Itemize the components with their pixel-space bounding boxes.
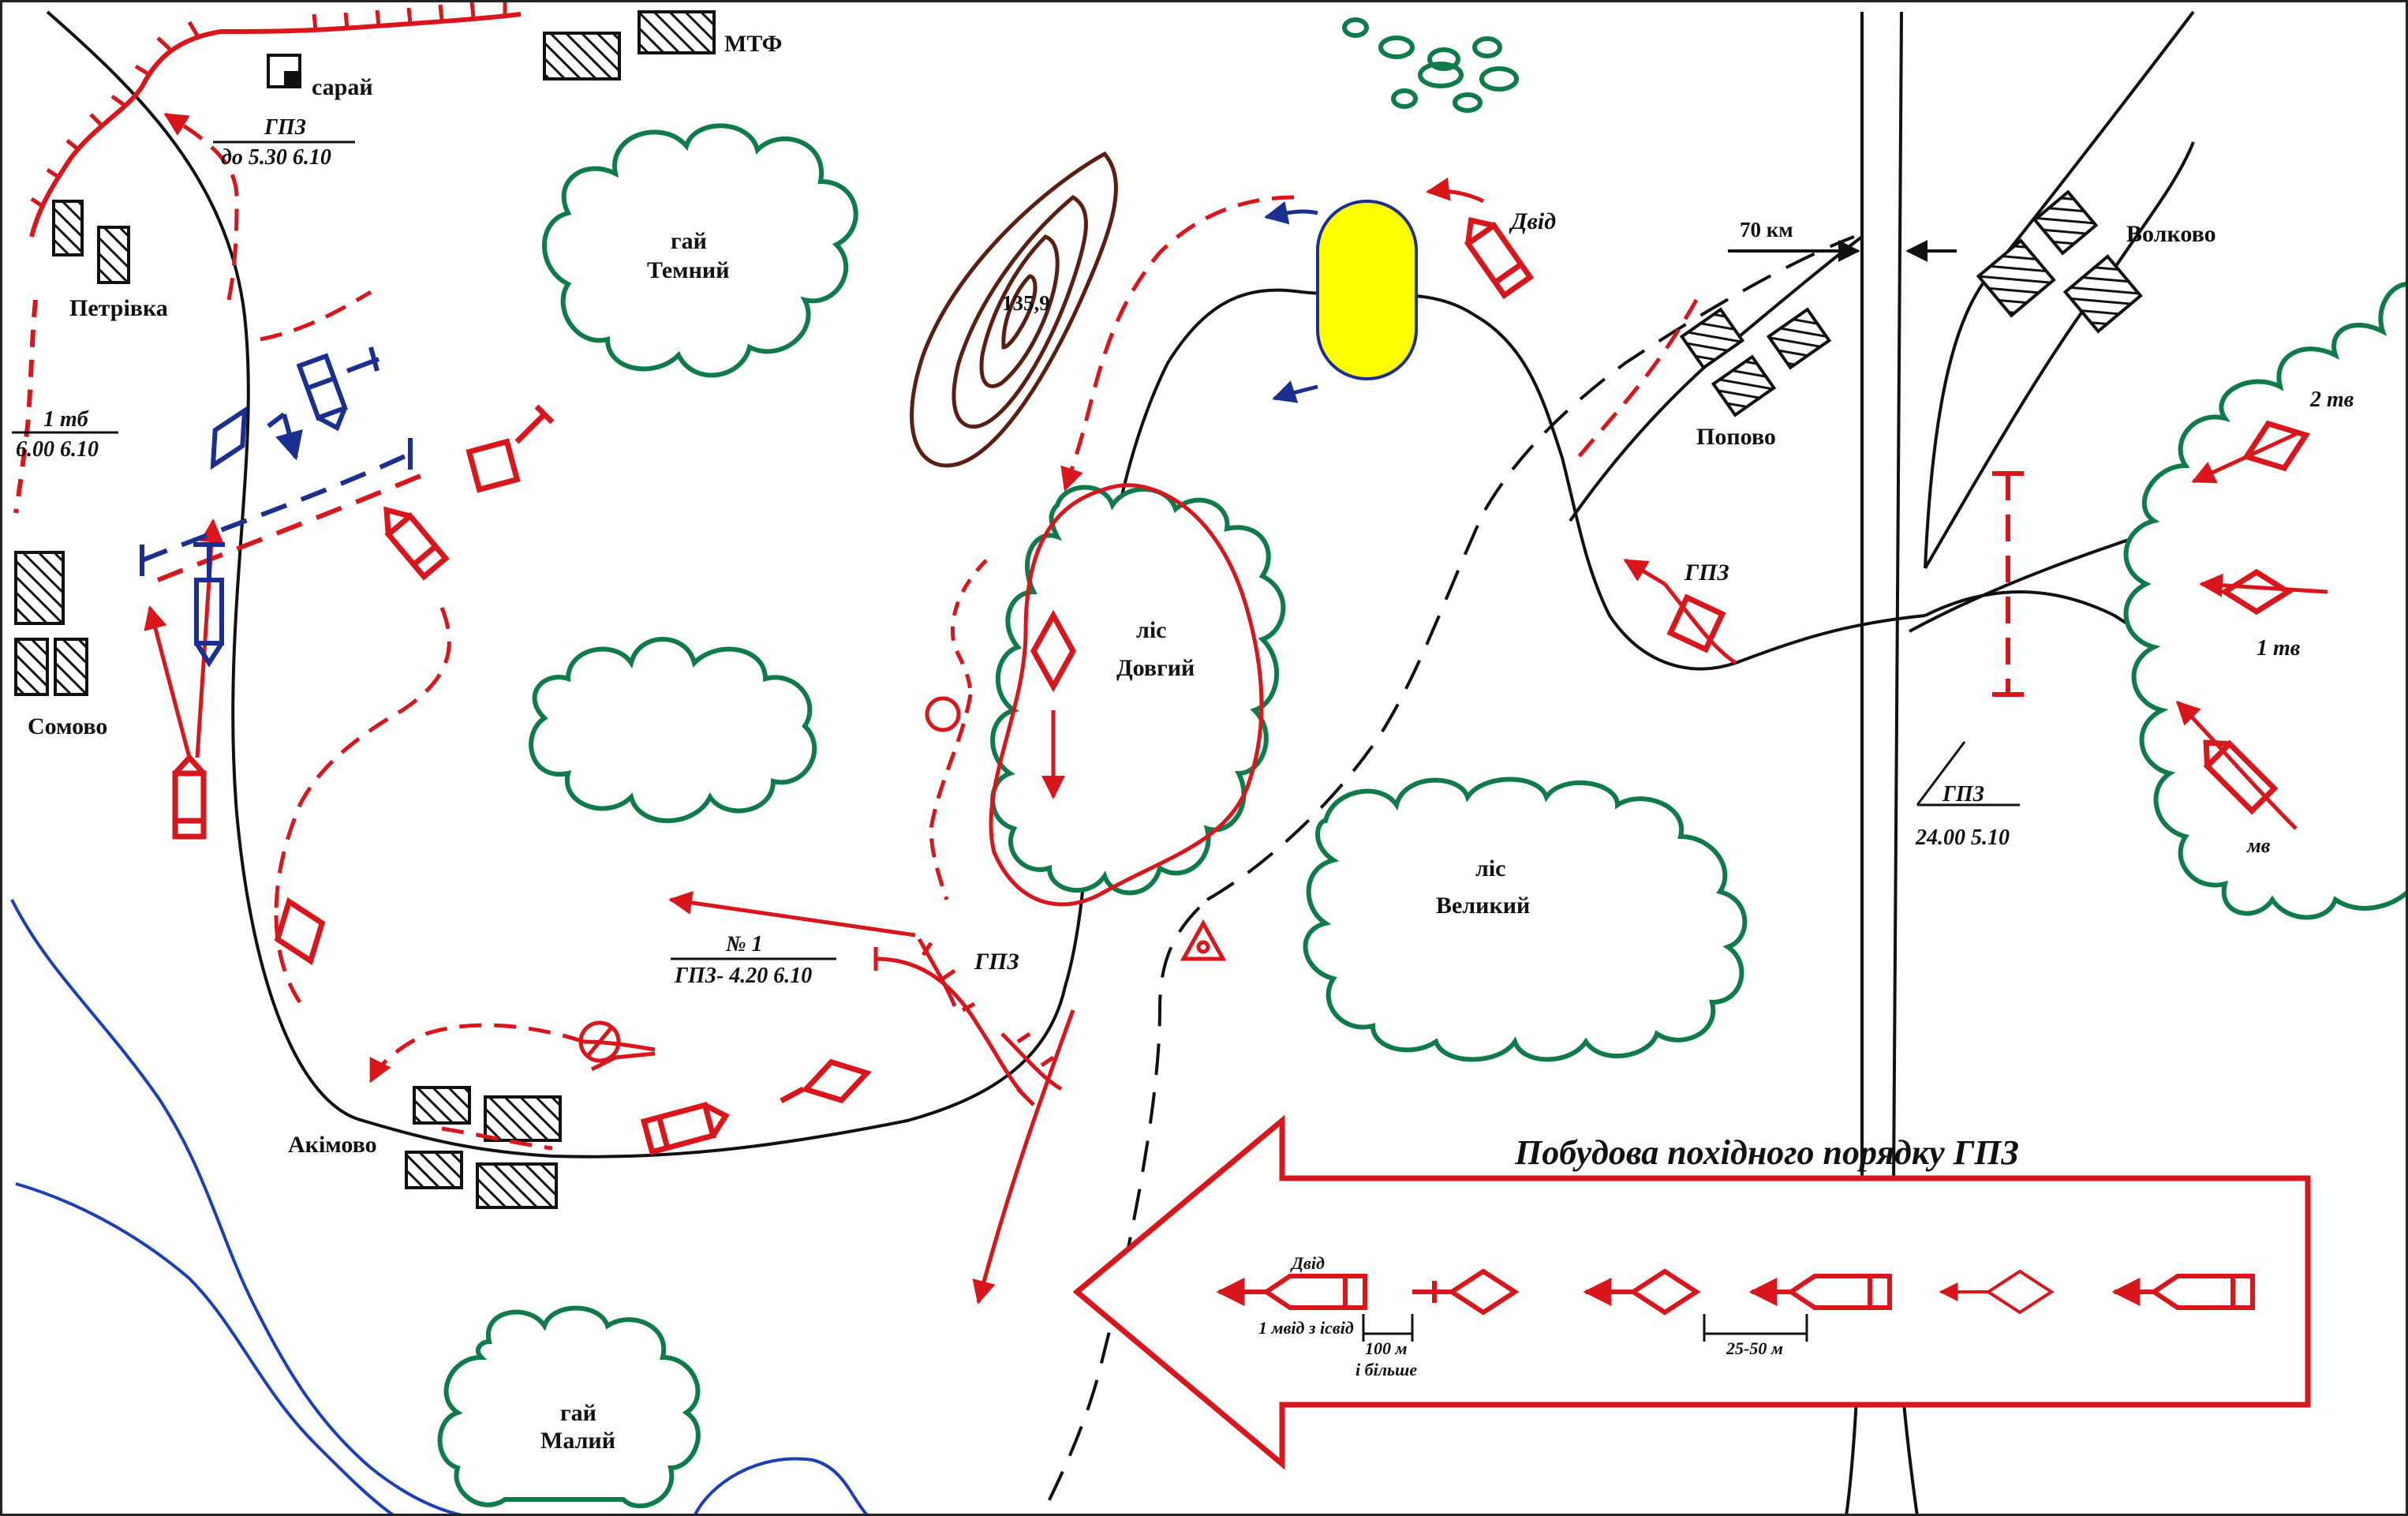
label-lis-dovhyi-1: ліс xyxy=(1136,617,1166,643)
map-labels: сарай МТФ ГПЗ до 5.30 6.10 Петрівка гай … xyxy=(12,31,2354,1454)
label-popovo: Попово xyxy=(1696,424,1776,450)
label-1tv: 1 тв xyxy=(2257,636,2301,661)
label-saray: сарай xyxy=(312,74,373,100)
barn-icon xyxy=(267,54,301,88)
forest-lis-dovhyi xyxy=(990,485,1286,896)
label-hai-temnyi-2: Темний xyxy=(647,257,729,283)
label-mv: мв xyxy=(2246,834,2271,857)
label-hpz-mid: ГПЗ xyxy=(974,949,1019,975)
forest-lis-velykyi xyxy=(1303,777,1748,1062)
forest-hai-temnyi xyxy=(542,123,858,378)
label-70km: 70 км xyxy=(1740,218,1793,241)
label-hai-temnyi-1: гай xyxy=(671,228,707,254)
label-lis-velykyi-2: Великий xyxy=(1436,893,1530,919)
label-akimovo: Акімово xyxy=(288,1132,377,1158)
label-dvid-top: Двід xyxy=(1509,208,1556,234)
label-hpz-right-time: 24.00 5.10 xyxy=(1915,825,2010,850)
label-no1-time: ГПЗ- 4.20 6.10 xyxy=(674,964,812,988)
label-hai-malyi-2: Малий xyxy=(540,1428,615,1454)
buildings xyxy=(14,10,2143,1209)
highlight-zone xyxy=(1316,200,1418,380)
forests xyxy=(437,123,2408,1509)
gpz-line-center xyxy=(873,938,1063,1106)
label-petrivka: Петрівка xyxy=(69,295,168,321)
legend-mvid: 1 мвід з ісвід xyxy=(1258,1318,1354,1338)
label-height: 135,9 xyxy=(1002,291,1050,315)
red-routes xyxy=(144,112,2328,1305)
forest-middle-left xyxy=(529,637,817,823)
label-hai-malyi-1: гай xyxy=(560,1400,596,1426)
label-mtf: МТФ xyxy=(724,31,782,57)
legend-dist1a: 100 м xyxy=(1365,1338,1408,1358)
label-hpz-popovo: ГПЗ xyxy=(1684,560,1729,586)
rivers xyxy=(10,899,869,1516)
label-lis-velykyi-1: ліс xyxy=(1475,855,1505,882)
forest-right xyxy=(2123,282,2408,920)
legend-dist1b: і більше xyxy=(1355,1360,1417,1379)
label-1tb-time: 6.00 6.10 xyxy=(16,437,99,462)
label-no1: № 1 xyxy=(725,932,763,956)
blue-units xyxy=(140,346,428,668)
label-volkovo: Волково xyxy=(2126,221,2216,247)
legend-title: Побудова похідного порядку ГПЗ xyxy=(1514,1133,2019,1172)
label-hpz-right: ГПЗ xyxy=(1942,782,1984,807)
hill-contours xyxy=(910,151,1118,468)
legend-dvid: Двід xyxy=(1290,1253,1325,1273)
legend-arrow: Побудова похідного порядку ГПЗ xyxy=(1072,1114,2311,1470)
label-1tb: 1 тб xyxy=(43,407,89,432)
red-defense-lines xyxy=(13,0,522,514)
forest-hai-malyi xyxy=(437,1305,701,1509)
distance-marker-70km: 70 км xyxy=(1728,218,1957,262)
label-2tv: 2 тв xyxy=(2309,387,2354,412)
label-hpz-top: ГПЗ xyxy=(264,115,306,140)
label-somovo: Сомово xyxy=(28,713,107,739)
label-hpz-top-time: до 5.30 6.10 xyxy=(221,145,331,170)
red-vehicles xyxy=(172,216,2311,1155)
gpz-line-right xyxy=(1992,471,2024,697)
red-markers xyxy=(578,696,1227,1063)
bushes-top xyxy=(1342,17,1519,113)
label-lis-dovhyi-2: Довгий xyxy=(1116,655,1195,681)
legend-dist2: 25-50 м xyxy=(1726,1338,1783,1358)
